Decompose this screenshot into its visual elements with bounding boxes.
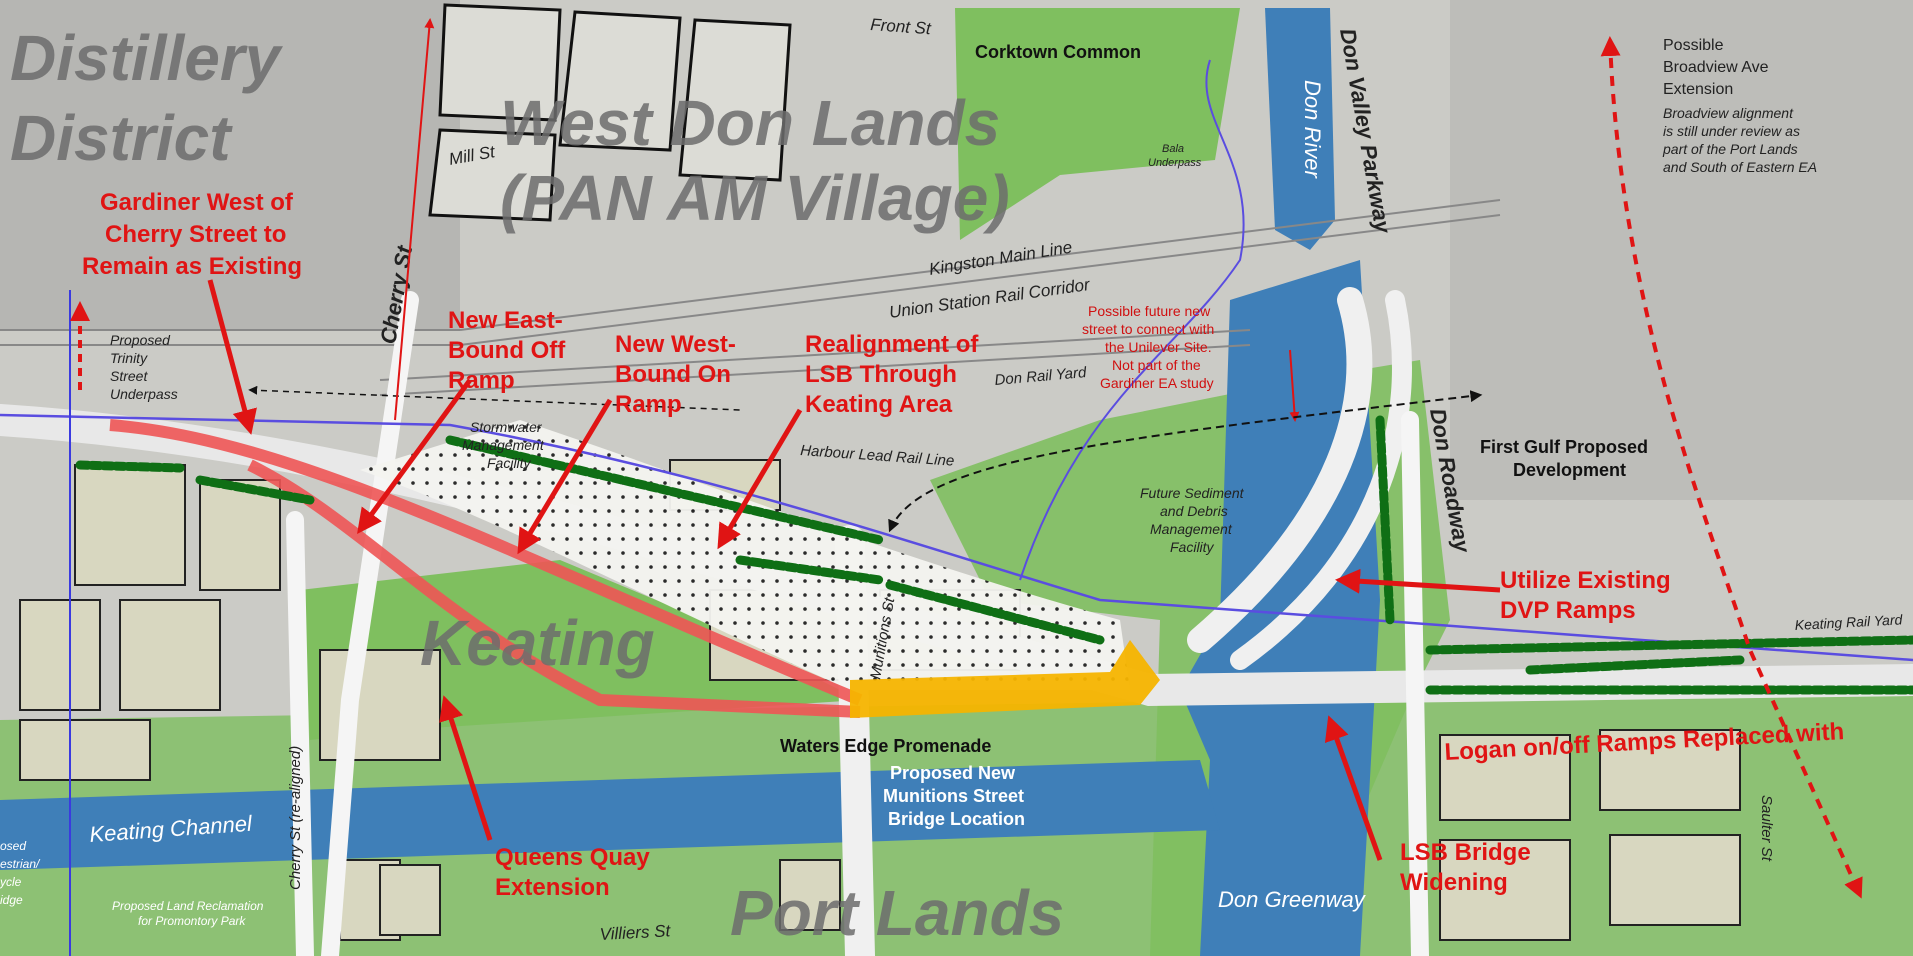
callout-wb-on-line3: Ramp [615,391,682,418]
sediment-line4: Facility [1170,539,1215,555]
connector-arrow [248,385,741,411]
callout-queens-quay-line1: Queens Quay [495,844,650,871]
west-don-lands-blocks [428,3,792,222]
callout-lsb-bridge-line2: Widening [1400,869,1508,896]
future-street-line4: Not part of the [1112,357,1201,373]
distillery-label-line2: District [10,102,233,174]
sediment-line3: Management [1150,521,1233,537]
broadview-note-line2: is still under review as [1663,123,1800,139]
callout-arrows [207,279,1501,861]
villiers-st-label: Villiers St [599,921,672,944]
pedestrian-bridge-line3: ycle [0,875,22,889]
callout-realignment-line3: Keating Area [805,391,953,418]
future-street-line1: Possible future new [1088,303,1211,319]
corktown-common-label: Corktown Common [975,42,1141,62]
land-reclamation-line2: for Promontory Park [138,914,246,928]
front-st-label: Front St [870,15,933,38]
callout-gardiner-west-line1: Gardiner West of [100,189,294,216]
trinity-line3: Street [110,368,148,384]
trinity-line4: Underpass [110,386,178,402]
callout-wb-on-line2: Bound On [615,361,731,388]
harbour-lead-line [0,413,1913,662]
rail-corridor [0,199,1501,396]
callout-eb-off-line3: Ramp [448,367,515,394]
callout-wb-on-line1: New West- [615,331,736,358]
pedestrian-bridge-line1: osed [0,839,26,853]
first-gulf-link-arrow [888,390,1483,533]
don-river-north [1265,8,1335,250]
future-street-line2: street to connect with [1082,321,1214,337]
new-ramps [109,419,863,718]
callout-gardiner-west-line2: Cherry Street to [105,221,286,248]
sediment-line1: Future Sediment [1140,485,1245,501]
trinity-line2: Trinity [110,350,148,366]
cherry-north-arrow [394,18,435,421]
broadview-title-line1: Possible [1663,37,1724,54]
munitions-bridge-line3: Bridge Location [888,809,1025,829]
stormwater-line2: Management [462,437,545,453]
broadview-title-line3: Extension [1663,81,1733,98]
callout-realignment-line1: Realignment of [805,331,979,358]
west-don-lands-label-line1: West Don Lands [500,87,1000,159]
broadview-extension-arrow [1600,36,1863,899]
callout-realignment-line2: LSB Through [805,361,957,388]
first-gulf-label-line2: Development [1513,460,1626,480]
future-street-line5: Gardiner EA study [1100,375,1214,391]
broadview-note-line3: part of the Port Lands [1662,141,1798,157]
trinity-line1: Proposed [110,332,171,348]
distillery-blocks [0,0,460,330]
first-gulf-label-line1: First Gulf Proposed [1480,437,1648,457]
stormwater-line1: Stormwater [470,419,543,435]
saulter-st-label: Saulter St [1758,795,1775,862]
pedestrian-bridge-line2: estrian/ [0,857,41,871]
bala-line1: Bala [1162,143,1184,155]
broadview-note-line4: and South of Eastern EA [1663,159,1817,175]
distillery-label-line1: Distillery [10,22,284,94]
broadview-note-line1: Broadview alignment [1663,105,1794,121]
port-lands-label: Port Lands [730,877,1064,949]
pedestrian-bridge-line4: idge [0,893,23,907]
waters-edge-label: Waters Edge Promenade [780,736,991,756]
keating-corridor-hatch [360,420,1130,690]
callout-dvp-ramps-line1: Utilize Existing [1500,567,1671,594]
sediment-line2: and Debris [1160,503,1228,519]
future-street-line3: the Unilever Site. [1105,339,1212,355]
bala-line2: Underpass [1148,157,1202,169]
callout-eb-off-line2: Bound Off [448,337,566,364]
callout-queens-quay-line2: Extension [495,874,610,901]
stormwater-line3: Facility [487,455,532,471]
callout-lsb-bridge-line1: LSB Bridge [1400,839,1531,866]
land-reclamation-line1: Proposed Land Reclamation [112,899,264,913]
broadview-title-line2: Broadview Ave [1663,59,1769,76]
callout-dvp-ramps-line2: DVP Ramps [1500,597,1636,624]
corktown-common-park [955,8,1240,240]
callout-gardiner-west-line3: Remain as Existing [82,253,302,280]
lsb-bridge-segment [850,640,1160,718]
keating-label: Keating [420,607,655,679]
don-greenway-label: Don Greenway [1218,887,1367,912]
cherry-realigned-label: Cherry St (re-aligned) [287,746,304,890]
don-river-label: Don River [1300,80,1325,179]
callout-eb-off-line1: New East- [448,307,563,334]
west-don-lands-label-line2: (PAN AM Village) [500,162,1010,234]
munitions-bridge-line2: Munitions Street [883,786,1024,806]
munitions-bridge-line1: Proposed New [890,763,1016,783]
